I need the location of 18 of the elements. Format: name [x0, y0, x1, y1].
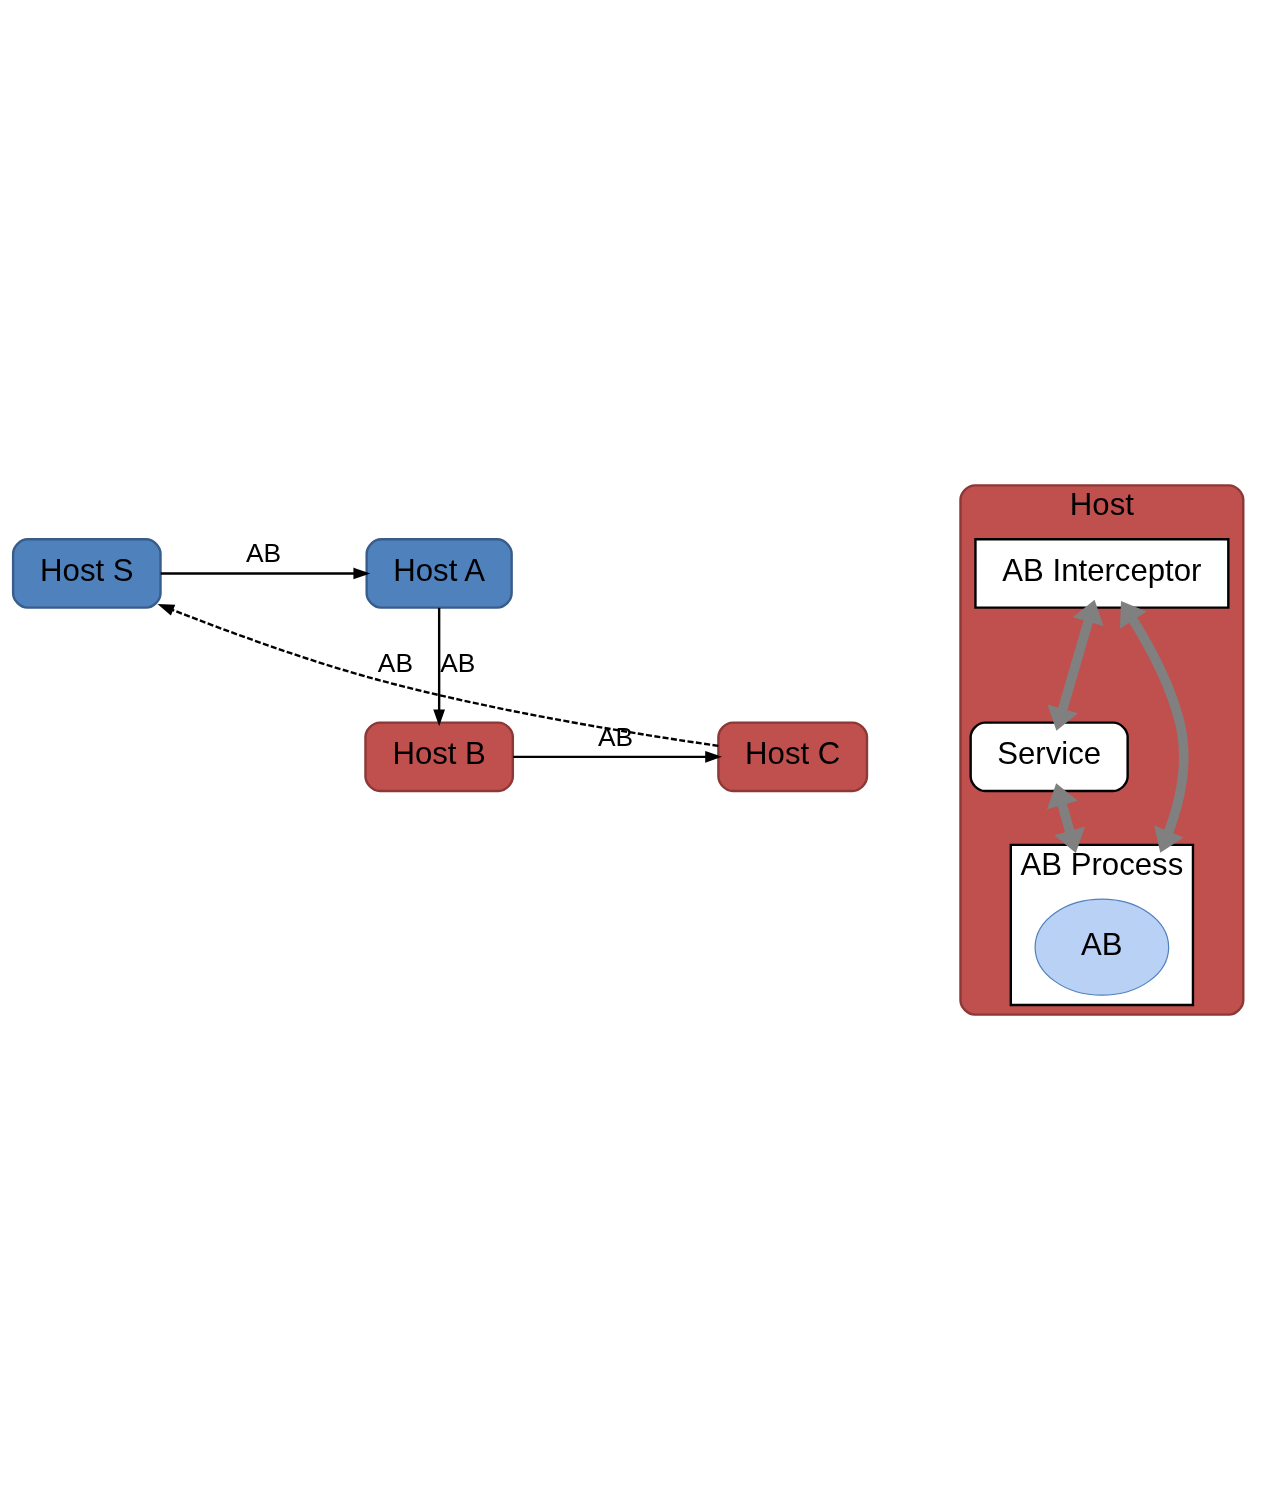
- edge-label: AB: [598, 721, 634, 752]
- arrow: [157, 603, 719, 747]
- edge-label: AB: [246, 537, 282, 568]
- node-box: Host C: [717, 720, 869, 792]
- node-box: Service: [969, 720, 1129, 792]
- arrow: [160, 567, 371, 579]
- arrow: [1047, 782, 1085, 853]
- node-ellipse: AB: [1034, 897, 1170, 996]
- node-box: Host S: [11, 537, 162, 609]
- arrow: [1047, 599, 1104, 731]
- node-box: Host B: [364, 720, 515, 792]
- arrow: [433, 607, 446, 726]
- edge-label: AB: [377, 647, 413, 678]
- edge-label: AB: [440, 647, 476, 678]
- node-box: AB Interceptor: [974, 537, 1230, 609]
- node-box: Host A: [365, 537, 513, 609]
- arrow: [513, 750, 722, 763]
- arrow: [1119, 600, 1189, 853]
